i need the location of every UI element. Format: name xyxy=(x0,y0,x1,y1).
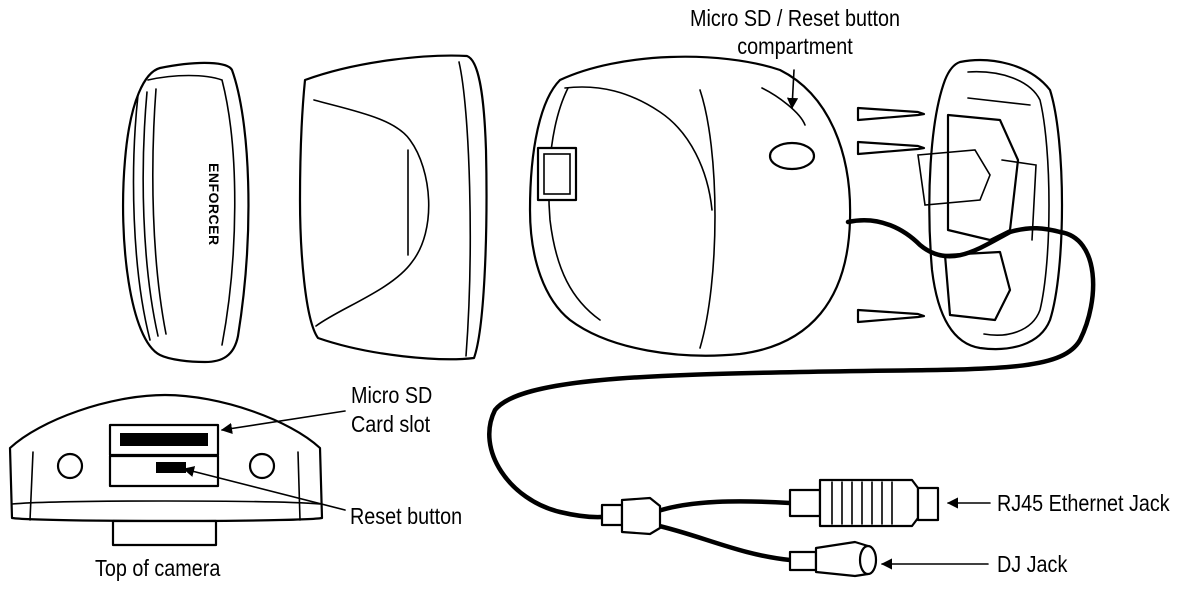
mounting-screw-1 xyxy=(856,106,926,122)
label-micro-sd-reset-line2: compartment xyxy=(737,33,853,59)
label-micro-sd-card-slot-line1: Micro SD xyxy=(351,382,433,408)
dome-shroud xyxy=(298,54,488,361)
arrow-to-card-slot xyxy=(220,410,346,434)
dc-jack xyxy=(788,540,878,578)
camera-ball xyxy=(528,55,852,357)
label-micro-sd-reset-line1: Micro SD / Reset button xyxy=(690,5,900,31)
mounting-base xyxy=(917,59,1064,351)
trim-ring: ENFORCER xyxy=(121,61,250,364)
reset-button xyxy=(108,454,220,488)
cable xyxy=(487,218,1096,563)
label-micro-sd-card-slot-line2: Card slot xyxy=(351,411,431,437)
mounting-screw-2 xyxy=(856,140,926,156)
label-dc-jack: DJ Jack xyxy=(997,551,1068,577)
label-reset-button: Reset button xyxy=(350,503,463,529)
arrow-to-sd-compartment xyxy=(786,69,799,110)
label-rj45-ethernet-jack: RJ45 Ethernet Jack xyxy=(997,490,1170,516)
arrow-to-reset-button xyxy=(182,466,346,511)
cable-splitter xyxy=(600,496,662,536)
enforcer-logo: ENFORCER xyxy=(206,163,222,246)
rj45-jack xyxy=(788,478,940,528)
svg-text:ENFORCER: ENFORCER xyxy=(206,163,222,246)
label-top-of-camera: Top of camera xyxy=(95,555,221,581)
micro-sd-card-slot xyxy=(108,423,220,457)
mounting-screw-3 xyxy=(856,308,926,324)
